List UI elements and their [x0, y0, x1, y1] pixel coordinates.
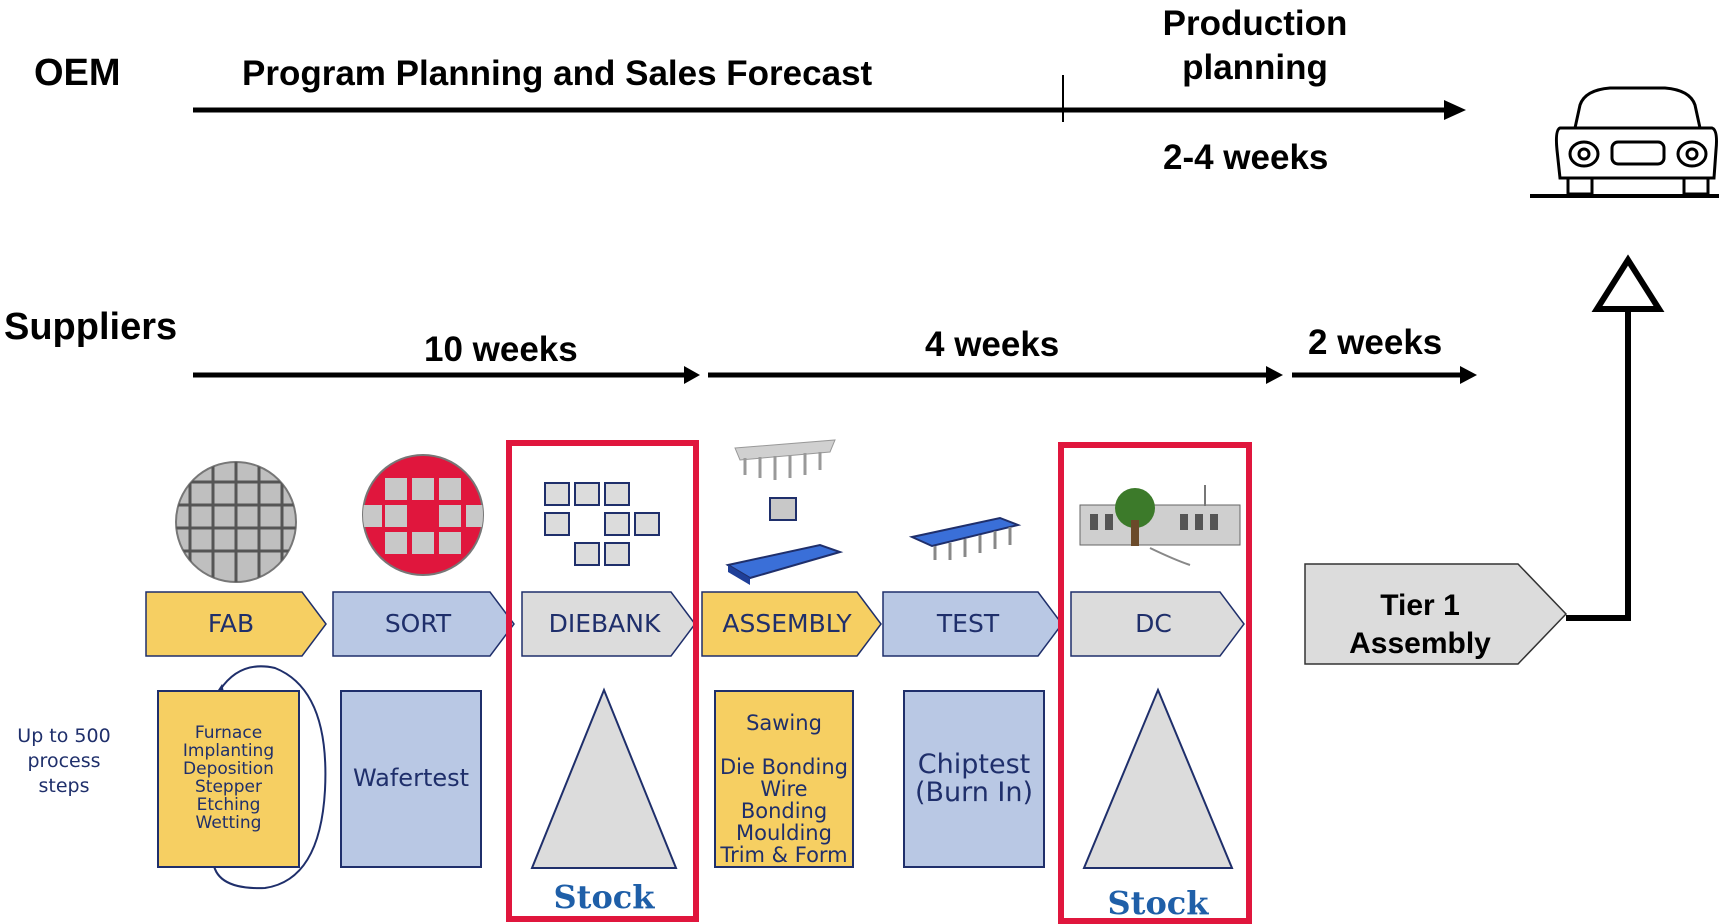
oem-arrowhead — [1444, 100, 1466, 120]
fab-loop-arrow — [212, 665, 327, 890]
sort-box-label: Wafertest — [352, 764, 470, 793]
process-note: Up to 500 process steps — [4, 724, 124, 799]
test-box-line1: Chiptest — [917, 748, 1031, 780]
oem-production-label: Production planning — [1145, 2, 1365, 90]
stage-label-fab: FAB — [207, 609, 255, 638]
oem-production-line2: planning — [1182, 48, 1328, 87]
process-note-line3: steps — [38, 775, 90, 797]
fab-step: Deposition — [183, 759, 274, 780]
stage-label-diebank: DIEBANK — [548, 609, 661, 638]
dc-stock-triangle — [1082, 687, 1234, 869]
fab-step: Wetting — [195, 812, 262, 833]
tier1-chevron — [1304, 563, 1568, 665]
fab-step: Implanting — [182, 741, 275, 762]
test-chip-icon — [908, 516, 1022, 560]
diebank-stock-triangle — [530, 687, 678, 869]
supplier-arrowhead-3 — [1460, 366, 1477, 384]
assembly-steps-box: Sawing Die Bonding Wire Bonding Moulding… — [714, 690, 854, 868]
test-box-line2: (Burn In) — [914, 777, 1034, 808]
assembly-step: Wire Bonding — [740, 777, 828, 824]
stage-label-test: TEST — [936, 609, 1000, 638]
sorted-wafer-icon — [362, 454, 484, 576]
die-bank-icon — [544, 482, 660, 566]
distribution-center-icon — [1079, 485, 1241, 566]
tier1-to-car-connector — [1566, 310, 1631, 621]
assembly-step: Trim & Form — [720, 843, 848, 868]
assembly-package-icon — [725, 439, 844, 585]
stage-label-dc: DC — [1135, 609, 1172, 638]
oem-production-duration: 2-4 weeks — [1163, 138, 1329, 177]
car-icon — [1530, 86, 1719, 198]
wafer-icon — [175, 461, 297, 583]
oem-production-line1: Production — [1162, 4, 1348, 43]
dc-stock-highlight — [1058, 442, 1252, 924]
oem-label: OEM — [34, 52, 121, 94]
stage-chevron-assembly — [701, 591, 882, 657]
supplier-duration-2: 4 weeks — [925, 325, 1060, 364]
supplier-arrowhead-2 — [1266, 366, 1283, 384]
stage-label-sort: SORT — [384, 609, 452, 638]
supplier-duration-1: 10 weeks — [424, 330, 578, 369]
fab-step: Stepper — [195, 777, 262, 797]
tier1-line1: Tier 1 — [1380, 589, 1460, 622]
stage-chevron-dc — [1070, 591, 1245, 657]
tier1-line2: Assembly — [1349, 627, 1491, 660]
supplier-arrowhead-1 — [684, 366, 700, 384]
stage-chevron-sort — [332, 591, 515, 657]
tier1-label: Tier 1 Assembly — [1305, 587, 1535, 663]
supplier-duration-3: 2 weeks — [1308, 323, 1443, 362]
test-box: Chiptest (Burn In) — [903, 690, 1045, 868]
assembly-step: Moulding — [736, 821, 832, 846]
fab-step: Furnace — [194, 723, 263, 744]
fab-steps-box: Furnace Implanting Deposition Stepper Et… — [157, 690, 300, 868]
diebank-stock-label: Stock — [553, 878, 655, 916]
oem-planning-label: Program Planning and Sales Forecast — [242, 54, 873, 93]
suppliers-label: Suppliers — [4, 306, 178, 348]
assembly-step: Sawing — [746, 711, 822, 735]
stage-label-assembly: ASSEMBLY — [722, 609, 852, 638]
stage-chevron-fab — [145, 591, 327, 657]
diebank-stock-highlight — [506, 440, 699, 922]
process-note-line1: Up to 500 — [17, 725, 111, 747]
dc-stock-label: Stock — [1107, 884, 1209, 922]
stage-chevron-test — [882, 591, 1063, 657]
process-note-line2: process — [27, 750, 101, 772]
up-arrowhead — [1591, 254, 1665, 312]
fab-step: Etching — [196, 794, 261, 815]
sort-box: Wafertest — [340, 690, 482, 868]
stage-chevron-diebank — [521, 591, 696, 657]
assembly-step: Die Bonding — [720, 755, 848, 780]
